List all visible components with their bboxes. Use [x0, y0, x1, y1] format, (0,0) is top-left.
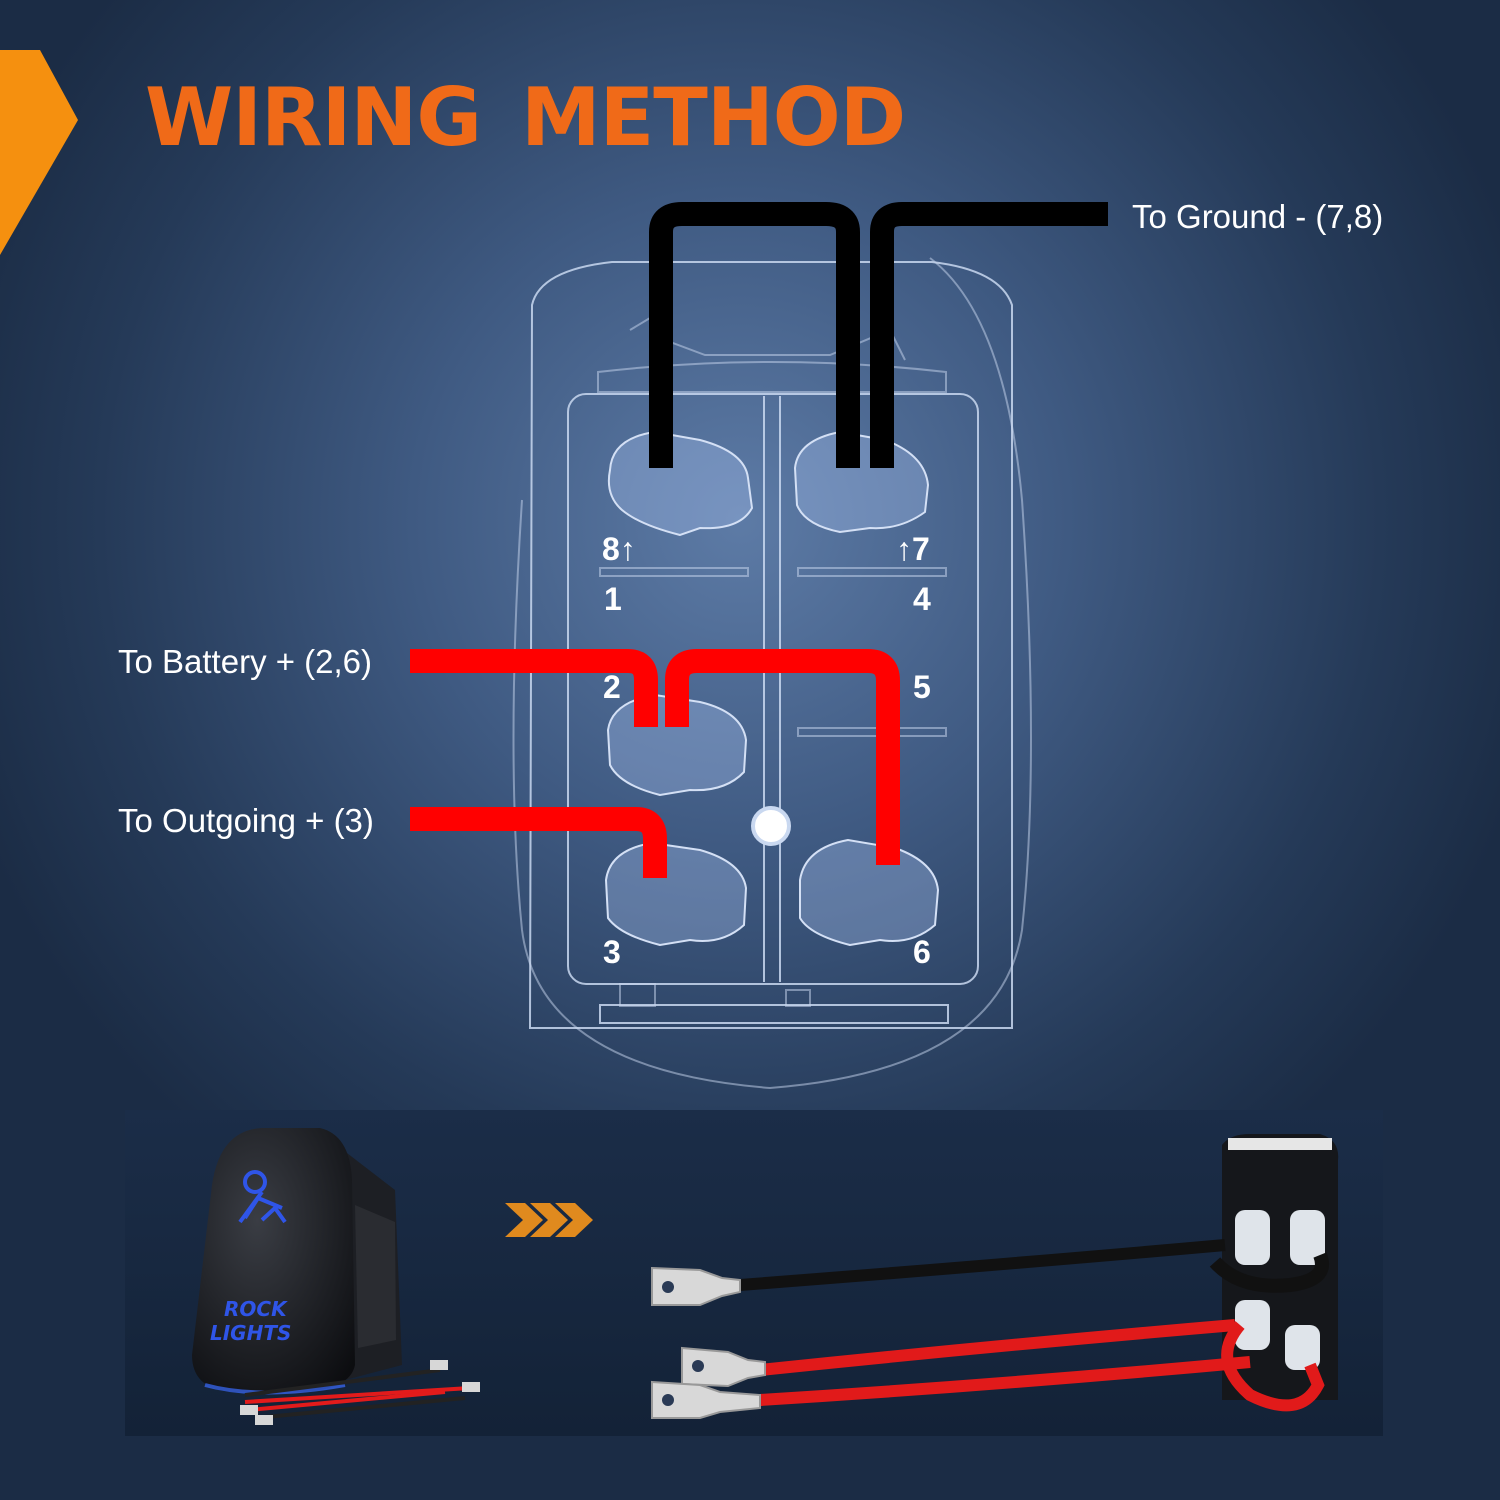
ground-wire-7 [870, 202, 1108, 468]
pin-4: 4 [913, 581, 931, 617]
battery-jumper-wire [665, 649, 900, 865]
heading-word-2: METHOD [521, 71, 905, 164]
battery-wire [410, 649, 658, 727]
orange-chevron-decoration [0, 50, 78, 255]
heading-word-1: WIRING [145, 71, 481, 164]
outgoing-wire [410, 807, 667, 878]
product-photo-strip: ROCK LIGHTS [125, 1110, 1383, 1436]
rock-lights-icon [238, 1170, 287, 1224]
switch-text-line-2: LIGHTS [210, 1321, 291, 1345]
terminal-7 [793, 430, 930, 534]
pin-5: 5 [913, 669, 931, 705]
pin-2: 2 [603, 669, 621, 705]
terminals [604, 430, 940, 947]
arrow-chevrons [505, 1203, 593, 1237]
terminal-6 [799, 838, 940, 947]
switch-text-line-1: ROCK [224, 1297, 288, 1321]
center-led [751, 806, 791, 846]
heading: WIRING METHOD [145, 71, 905, 164]
label-to-outgoing: To Outgoing + (3) [118, 802, 374, 839]
label-to-ground: To Ground - (7,8) [1132, 198, 1383, 235]
pin-1: 1 [604, 581, 622, 617]
pin-6: 6 [913, 934, 931, 970]
label-to-battery: To Battery + (2,6) [118, 643, 372, 680]
wired-switch-photo [651, 1134, 1339, 1419]
terminal-3 [604, 841, 748, 947]
pin-7: ↑7 [896, 531, 930, 567]
pin-3: 3 [603, 934, 621, 970]
small-harness [240, 1360, 480, 1425]
terminal-8 [607, 430, 754, 537]
pin-8: 8↑ [602, 531, 636, 567]
rock-lights-switch-illustration: ROCK LIGHTS [192, 1128, 480, 1425]
ground-wire-8 [649, 202, 860, 468]
rocker-switch-outline [512, 257, 1032, 1090]
